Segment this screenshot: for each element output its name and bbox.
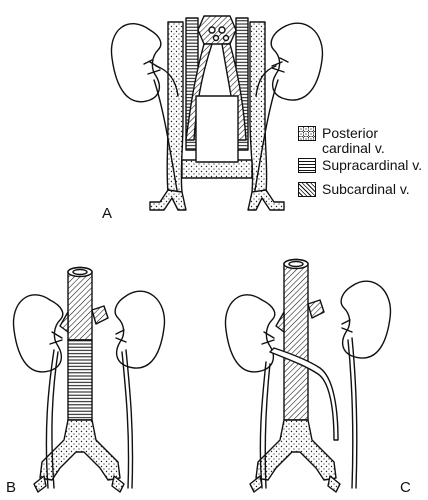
legend-label: Subcardinal v.	[322, 181, 410, 197]
ivc-bifurcation	[39, 419, 121, 481]
legend-label: Posterior cardinal v.	[322, 125, 385, 156]
horizontal-lines-swatch-icon	[298, 158, 316, 173]
ivc-infrarenal	[67, 339, 93, 421]
ivc-bifurcation	[255, 419, 337, 481]
legend-label: Supracardinal v.	[322, 157, 423, 173]
dotted-swatch-icon	[298, 126, 316, 141]
panel-a-drawing	[110, 15, 324, 211]
panel-label-a: A	[102, 205, 113, 222]
diagonal-hatch-swatch-icon	[298, 182, 316, 197]
legend-supracardinal: Supracardinal v.	[298, 158, 422, 173]
left-kidney	[110, 23, 162, 103]
right-subcardinal	[221, 43, 247, 141]
right-kidney	[340, 280, 392, 359]
ivc-suprarenal	[67, 271, 93, 341]
left-posterior-cardinal	[166, 21, 184, 193]
panel-label-c: C	[400, 479, 411, 496]
right-kidney	[114, 290, 166, 369]
legend-subcardinal: Subcardinal v.	[298, 182, 410, 197]
legend-posterior-cardinal: Posterior cardinal v.	[298, 126, 385, 156]
right-kidney	[270, 22, 324, 101]
left-kidney	[224, 294, 276, 373]
panel-c-drawing	[224, 258, 392, 493]
ivc-suprarenal	[283, 263, 309, 421]
panel-label-b: B	[6, 479, 17, 496]
left-kidney	[12, 294, 64, 373]
left-subcardinal	[185, 43, 213, 141]
panel-b-drawing	[12, 266, 166, 493]
